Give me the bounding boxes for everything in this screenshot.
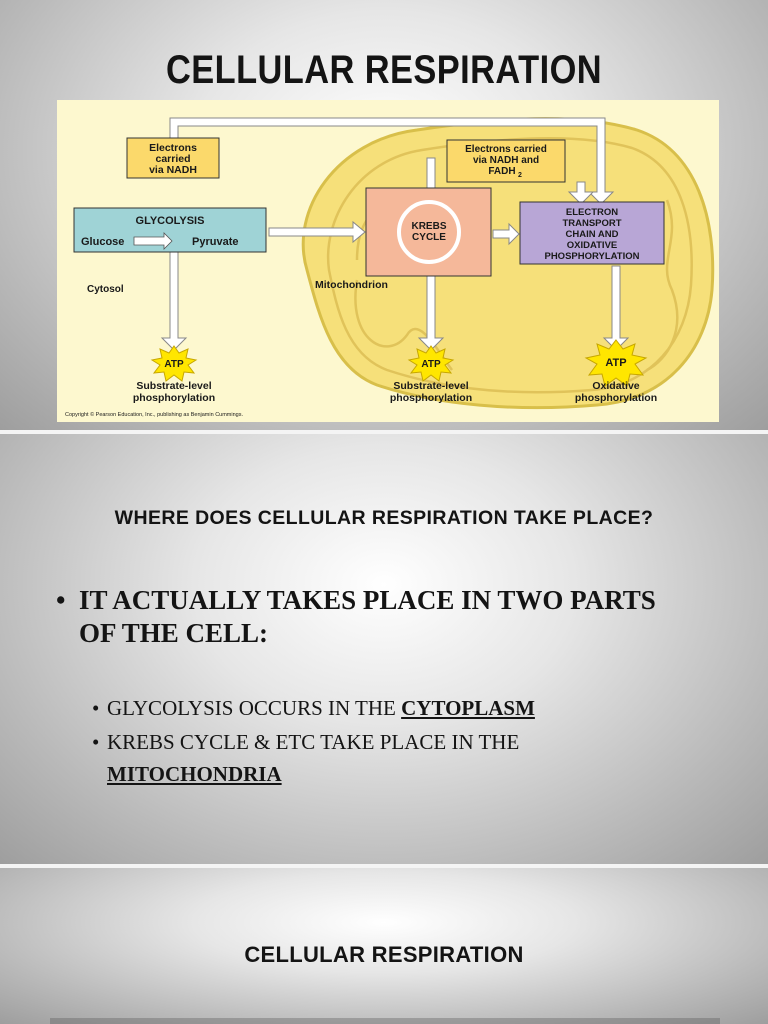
atp-3: ATP Oxidative phosphorylation (575, 339, 657, 404)
etc-line-4: OXIDATIVE (567, 240, 618, 251)
slide-1: CELLULAR RESPIRATION Electrons carried v… (0, 0, 768, 430)
sub-bullet-2-text: KREBS CYCLE & ETC TAKE PLACE IN THE (107, 730, 520, 754)
copyright-text: Copyright © Pearson Education, Inc., pub… (65, 411, 243, 418)
glucose-label: Glucose (81, 236, 124, 248)
bullet-dot: • (56, 585, 66, 615)
sub-bullet-1-text: GLYCOLYSIS OCCURS IN THE (107, 696, 402, 720)
bullet-dot: • (92, 696, 100, 720)
etc-box: ELECTRON TRANSPORT CHAIN AND OXIDATIVE P… (519, 201, 665, 265)
atp-star-icon (407, 345, 455, 382)
etc-line-1: ELECTRON (566, 207, 618, 218)
electrons-nadh-line-3: via NADH (149, 164, 197, 176)
main-bullet: • IT ACTUALLY TAKES PLACE IN TWO PARTS O… (56, 584, 697, 650)
sub-bullet-glycolysis: • GLYCOLYSIS OCCURS IN THE CYTOPLASM (92, 692, 712, 724)
electrons-nadh-fadh-box: Electrons carried via NADH and FADH 2 (446, 139, 566, 183)
atp-1-caption-line-1: Substrate-level (136, 380, 211, 392)
atp-2-caption-line-1: Substrate-level (393, 380, 468, 392)
krebs-line-2: CYCLE (412, 232, 446, 243)
mitochondria-emphasis: MITOCHONDRIA (107, 762, 282, 786)
pyruvate-label: Pyruvate (192, 236, 238, 248)
main-bullet-text: IT ACTUALLY TAKES PLACE IN TWO PARTS OF … (79, 585, 656, 648)
cellular-respiration-diagram: Electrons carried via NADH Electrons car… (57, 100, 719, 422)
electrons-nadh-fadh-line-3: FADH (488, 166, 515, 177)
krebs-cycle-box: KREBS CYCLE (365, 187, 492, 277)
atp-star-icon (584, 339, 648, 387)
atp-2: ATP Substrate-level phosphorylation (390, 345, 472, 404)
slide-2-title: WHERE DOES CELLULAR RESPIRATION TAKE PLA… (114, 507, 654, 529)
slide-3-title: CELLULAR RESPIRATION (244, 942, 524, 967)
slide-3: CELLULAR RESPIRATION (0, 868, 768, 1024)
etc-line-3: CHAIN AND (566, 229, 619, 240)
electrons-nadh-fadh-line-2: via NADH and (473, 155, 539, 166)
atp-1-caption-line-2: phosphorylation (133, 392, 215, 404)
krebs-cycle-icon (397, 200, 461, 264)
glycolysis-arrow-icon (133, 232, 173, 250)
atp-3-caption-line-2: phosphorylation (575, 392, 657, 404)
electrons-nadh-line-2: carried (155, 153, 190, 165)
glycolysis-box: GLYCOLYSIS Glucose Pyruvate (73, 207, 267, 253)
glycolysis-title: GLYCOLYSIS (136, 215, 205, 227)
krebs-line-1: KREBS (411, 221, 446, 232)
cytoplasm-emphasis: CYTOPLASM (401, 696, 535, 720)
atp-2-caption-line-2: phosphorylation (390, 392, 472, 404)
fadh-subscript: 2 (518, 172, 522, 179)
etc-line-5: PHOSPHORYLATION (544, 251, 639, 262)
atp-1: ATP Substrate-level phosphorylation (133, 345, 215, 404)
atp-star-icon (150, 345, 198, 382)
electrons-nadh-line-1: Electrons (149, 142, 197, 154)
slide-2: WHERE DOES CELLULAR RESPIRATION TAKE PLA… (0, 434, 768, 864)
atp-1-label: ATP (164, 359, 184, 370)
atp-3-label: ATP (605, 357, 626, 369)
bullet-dot: • (92, 730, 100, 754)
electrons-nadh-fadh-line-1: Electrons carried (465, 144, 547, 155)
cytosol-label: Cytosol (87, 284, 124, 295)
cut-off-text-line (50, 1018, 720, 1024)
electrons-nadh-box: Electrons carried via NADH (126, 137, 220, 179)
etc-line-2: TRANSPORT (562, 218, 621, 229)
slide-1-title: CELLULAR RESPIRATION (165, 48, 603, 92)
mitochondrion-label: Mitochondrion (315, 279, 388, 291)
atp-3-caption-line-1: Oxidative (592, 380, 639, 392)
sub-bullet-krebs: • KREBS CYCLE & ETC TAKE PLACE IN THE MI… (92, 726, 712, 790)
atp-2-label: ATP (421, 359, 441, 370)
